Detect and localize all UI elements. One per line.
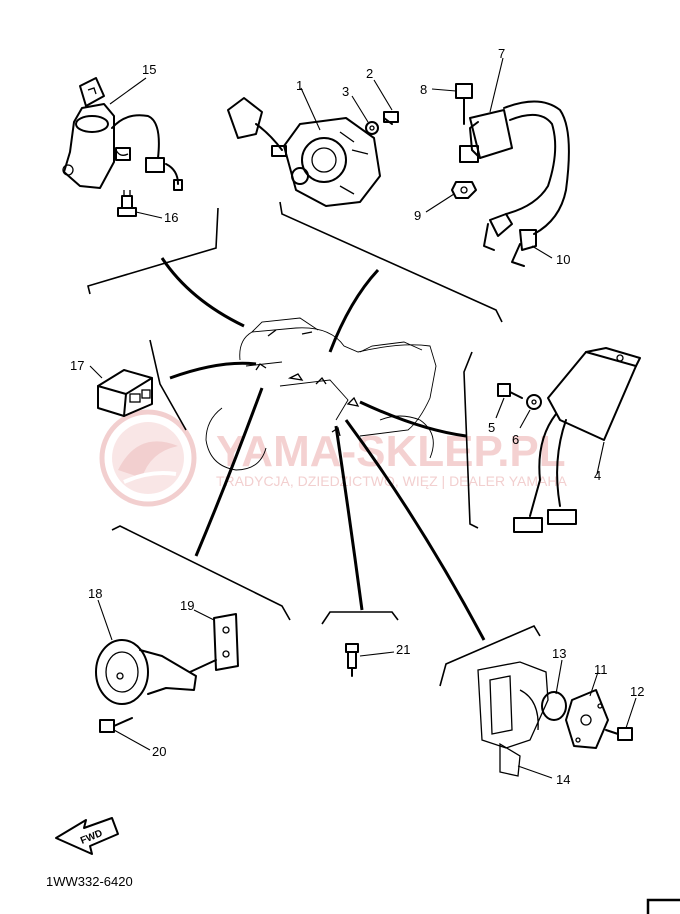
watermark: YAMA-SKLEP.PL TRADYCJA, DZIEDZICTWO, WIĘ… bbox=[99, 409, 567, 507]
callout-6: 6 bbox=[512, 432, 519, 447]
callout-4: 4 bbox=[594, 468, 601, 483]
fwd-label: FWD bbox=[79, 828, 104, 847]
callout-leaders bbox=[89, 57, 637, 779]
callout-16: 16 bbox=[164, 210, 178, 225]
part-code: 1WW332-6420 bbox=[46, 874, 133, 889]
motorcycle-outline bbox=[205, 317, 437, 471]
callout-12: 12 bbox=[630, 684, 644, 699]
callout-3: 3 bbox=[342, 84, 349, 99]
group-brackets bbox=[87, 201, 541, 687]
callout-9: 9 bbox=[414, 208, 421, 223]
callout-7: 7 bbox=[498, 46, 505, 61]
relay-17 bbox=[97, 369, 153, 417]
screw-2 bbox=[383, 111, 399, 125]
callout-11: 11 bbox=[594, 662, 608, 677]
cdi-unit bbox=[513, 347, 641, 533]
callout-18: 18 bbox=[88, 586, 102, 601]
bracket-19 bbox=[189, 613, 239, 673]
callout-labels: 1 2 3 4 5 6 7 8 9 10 11 12 13 14 15 16 1… bbox=[70, 46, 644, 787]
nut-9 bbox=[451, 181, 477, 199]
callout-19: 19 bbox=[180, 598, 194, 613]
callout-1: 1 bbox=[296, 78, 303, 93]
corner-frame bbox=[646, 898, 680, 914]
callout-14: 14 bbox=[556, 772, 570, 787]
watermark-logo-icon bbox=[99, 409, 197, 507]
bolt-20 bbox=[99, 717, 133, 733]
callout-20: 20 bbox=[152, 744, 166, 759]
callout-8: 8 bbox=[420, 82, 427, 97]
callout-5: 5 bbox=[488, 420, 495, 435]
bolt-5 bbox=[497, 383, 523, 399]
engine-case-section bbox=[477, 661, 549, 777]
washer-3 bbox=[365, 121, 379, 135]
ignition-coil bbox=[459, 100, 570, 267]
screw-16 bbox=[117, 190, 137, 217]
watermark-tagline: TRADYCJA, DZIEDZICTWO, WIĘZ | DEALER YAM… bbox=[216, 473, 567, 489]
callout-2: 2 bbox=[366, 66, 373, 81]
forward-arrow-icon: FWD bbox=[55, 817, 119, 855]
leader-wires bbox=[160, 257, 486, 641]
callout-15: 15 bbox=[142, 62, 156, 77]
screw-12 bbox=[605, 727, 633, 741]
washer-6 bbox=[526, 394, 542, 410]
ignition-switch bbox=[62, 77, 183, 191]
main-switch-assembly bbox=[227, 97, 381, 207]
callout-10: 10 bbox=[556, 252, 570, 267]
callout-13: 13 bbox=[552, 646, 566, 661]
callout-17: 17 bbox=[70, 358, 84, 373]
sensor-plate-11 bbox=[565, 689, 609, 749]
callout-21: 21 bbox=[396, 642, 410, 657]
horn-18 bbox=[95, 639, 197, 705]
watermark-brand: YAMA-SKLEP.PL bbox=[216, 427, 566, 476]
switch-21 bbox=[345, 643, 359, 677]
oring-13 bbox=[541, 691, 567, 721]
